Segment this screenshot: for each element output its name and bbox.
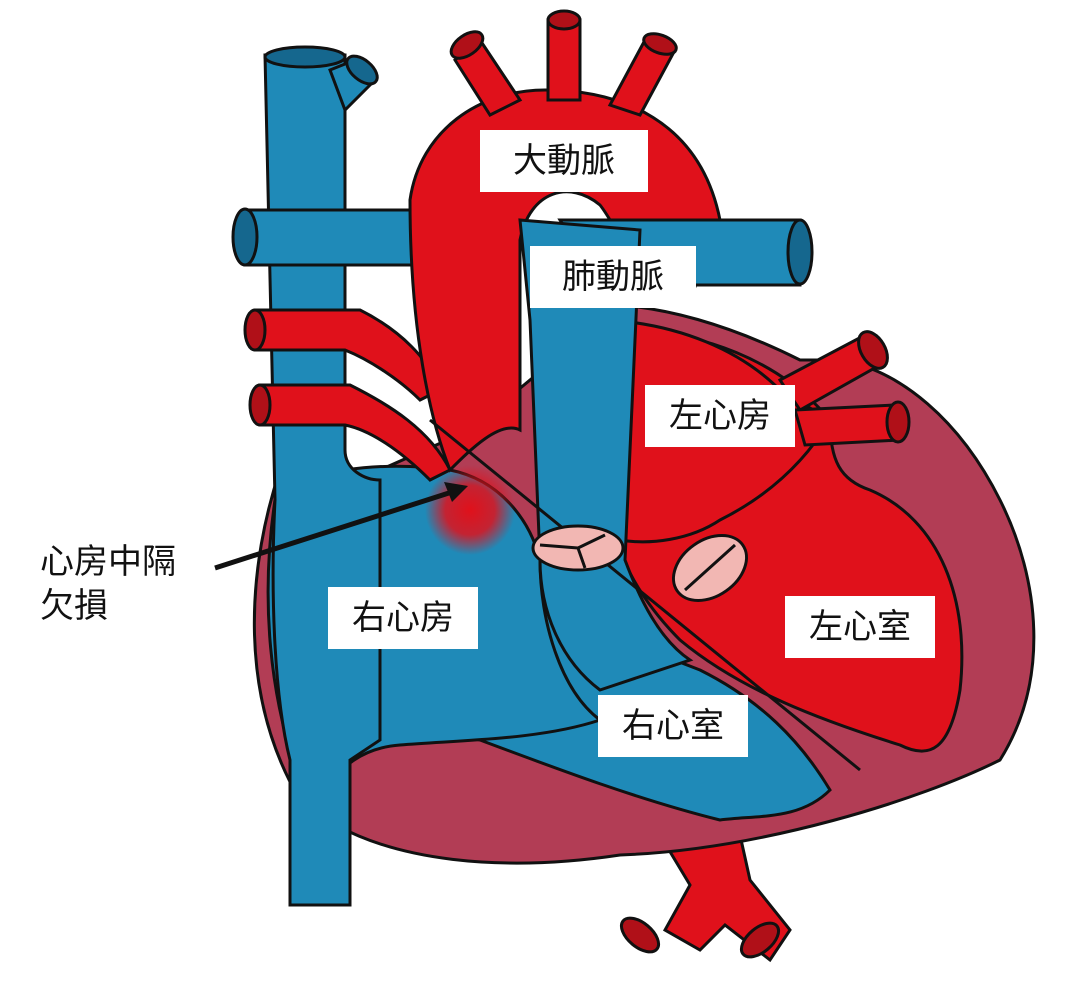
atrial-septal-defect <box>425 465 515 555</box>
aortic-branch-middle <box>546 18 582 102</box>
pulmonary-vein-lower <box>793 403 902 447</box>
label-pulmonary-artery: 肺動脈 <box>530 246 696 308</box>
aortic-branch-right-end <box>642 32 678 56</box>
vena-cava-branch-end <box>345 54 379 86</box>
label-right-atrium: 右心房 <box>328 587 478 649</box>
right-pulmonary-vein-lower <box>258 383 453 482</box>
descending-aorta-right-end <box>739 921 781 959</box>
descending-aorta-left-end <box>619 916 661 954</box>
pulmonary-valve-leaflets <box>539 533 606 569</box>
label-right-ventricle: 右心室 <box>598 695 748 757</box>
pulmonary-vein-lower-end <box>885 400 911 444</box>
left-pulmonary-artery-end <box>786 218 814 286</box>
asd-callout-line1: 心房中隔 <box>40 542 176 582</box>
right-pulmonary-vein-upper-end <box>243 308 267 352</box>
asd-arrow-line <box>214 489 453 571</box>
right-pulmonary-vein-lower-end <box>248 383 272 427</box>
mitral-valve-leaflet <box>683 543 737 592</box>
asd-callout-line2: 欠損 <box>40 586 108 626</box>
pulmonary-vein-upper-end <box>857 330 889 370</box>
right-pulmonary-artery <box>243 208 422 267</box>
label-left-atrium: 左心房 <box>645 385 795 447</box>
asd-arrow-head <box>444 482 468 502</box>
label-left-ventricle: 左心室 <box>785 596 935 658</box>
vena-cava-top-end <box>263 45 347 69</box>
asd-callout: 心房中隔 欠損 <box>40 540 176 628</box>
aortic-branch-middle-end <box>546 9 582 31</box>
right-pulmonary-artery-end <box>231 207 259 267</box>
label-aorta: 大動脈 <box>480 130 648 192</box>
aortic-branch-left-end <box>449 30 485 60</box>
vena-cava <box>263 53 382 907</box>
